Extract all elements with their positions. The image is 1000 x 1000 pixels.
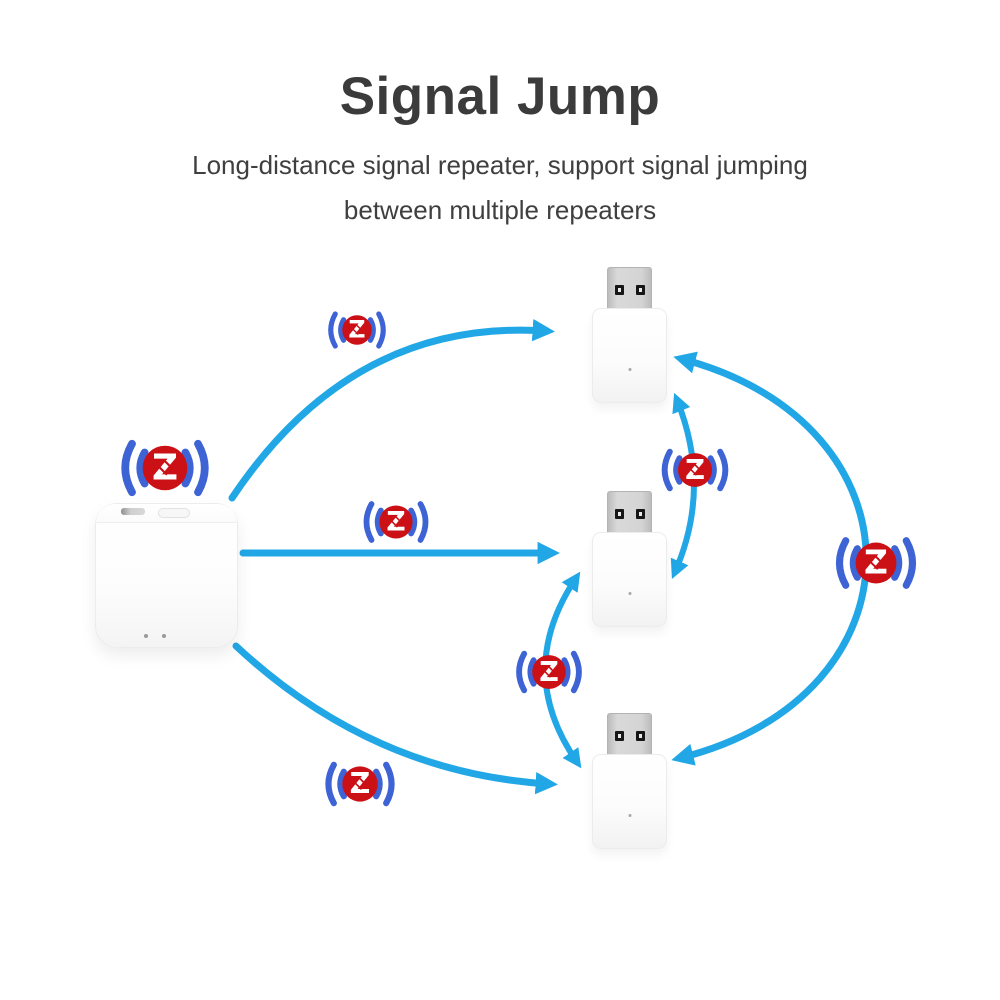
repeater-led-dot [628,592,631,595]
usb-contact-hole [635,509,645,519]
repeater-led-dot [628,814,631,817]
zigbee-gateway-hub [95,503,238,648]
gateway-indicator-dot [144,634,148,638]
usb-repeater-middle [592,491,667,627]
gateway-top-slot [158,508,190,518]
gateway-indicator-dot [162,634,166,638]
zigbee-letter: Z [539,657,559,688]
repeater-body [592,532,667,627]
usb-plug-icon [607,267,652,308]
zigbee-letter: Z [350,767,371,800]
zigbee-signal-icon-far-right-signal: Z [832,535,921,592]
zigbee-logo-circle [532,655,566,689]
arrow-gateway-to-bottom-repeater [232,642,558,795]
zigbee-signal-icon-middle-link-signal: Z [360,499,432,545]
usb-contact-hole [614,509,624,519]
zigbee-signal-icon-bottom-link-signal: Z [322,760,399,809]
page-title: Signal Jump [339,67,661,126]
zigbee-logo-circle [142,445,188,491]
zigbee-signal-waves-icon: Z [835,537,917,589]
zigbee-letter: Z [864,543,888,582]
page-subtitle: Long-distance signal repeater, support s… [0,143,1000,233]
zigbee-logo-circle [342,766,378,802]
usb-plug-icon [607,713,652,754]
zigbee-signal-waves-icon: Z [121,439,209,497]
zigbee-letter: Z [348,316,365,344]
usb-contact-hole [635,285,645,295]
usb-contact-hole [614,731,624,741]
zigbee-signal-icon-gateway-signal: Z [117,437,214,499]
usb-contact-hole [635,731,645,741]
zigbee-logo-circle [342,315,372,345]
repeater-body [592,754,667,849]
usb-plug-icon [607,491,652,532]
zigbee-signal-waves-icon: Z [363,501,429,543]
usb-contact-hole [614,285,624,295]
zigbee-signal-waves-icon: Z [328,311,386,349]
zigbee-signal-waves-icon: Z [325,761,395,807]
zigbee-signal-icon-top-to-middle-signal: Z [658,447,732,494]
zigbee-letter: Z [152,448,178,489]
subtitle-line-2: between multiple repeaters [343,195,657,225]
zigbee-logo-circle [855,542,897,584]
repeater-led-dot [628,368,631,371]
zigbee-signal-waves-icon: Z [516,650,582,694]
gateway-label-sticker [121,508,145,515]
usb-repeater-bottom [592,713,667,849]
repeater-body [592,308,667,403]
zigbee-signal-icon-middle-to-bottom-signal: Z [513,649,586,696]
zigbee-letter: Z [386,507,405,538]
zigbee-signal-icon-top-link-signal: Z [325,310,389,351]
arrow-gateway-to-top-repeater [228,318,555,502]
usb-repeater-top [592,267,667,403]
zigbee-signal-waves-icon: Z [661,448,729,492]
zigbee-logo-circle [379,505,413,539]
zigbee-letter: Z [685,455,705,486]
subtitle-line-1: Long-distance signal repeater, support s… [192,150,808,180]
